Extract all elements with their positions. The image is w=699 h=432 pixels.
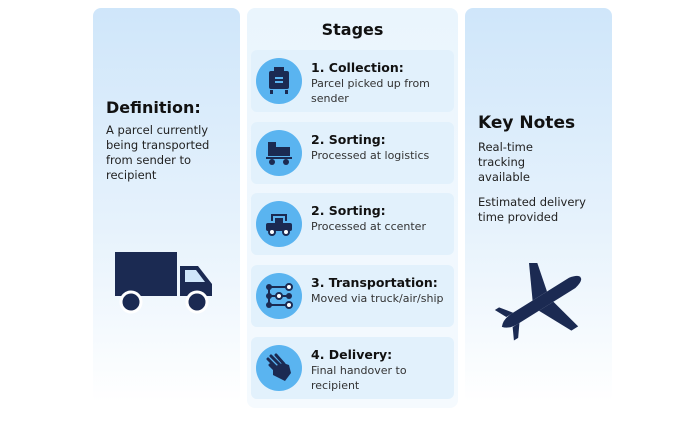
vehicle-icon: [266, 214, 292, 236]
trolley-icon: [269, 67, 289, 94]
key-notes-panel: Key Notes Real-time tracking available E…: [465, 8, 612, 403]
stage-desc: Processed at ccenter: [311, 220, 426, 233]
stages-title: Stages: [321, 20, 384, 39]
definition-panel: Definition: A parcel currently being tra…: [93, 8, 240, 403]
key-notes-title: Key Notes: [478, 113, 576, 133]
cart-icon: [266, 142, 292, 165]
network-icon: [266, 283, 293, 309]
stage-title: 3. Transportation:: [311, 275, 438, 290]
hand-icon: [266, 353, 291, 381]
definition-text: A parcel currently being transported fro…: [106, 123, 210, 182]
definition-title: Definition:: [106, 98, 201, 117]
stage-desc: Parcel picked up from sender: [311, 77, 430, 105]
stage-card: 2. Sorting: Processed at ccenter: [251, 193, 454, 255]
stage-desc: Processed at logistics: [311, 149, 430, 162]
stage-title: 2. Sorting:: [311, 132, 386, 147]
stage-card: 1. Collection: Parcel picked up from sen…: [251, 50, 454, 112]
stage-title: 4. Delivery:: [311, 347, 393, 362]
stage-title: 1. Collection:: [311, 60, 404, 75]
stage-card: 2. Sorting: Processed at logistics: [251, 122, 454, 184]
airplane-icon: [494, 263, 582, 341]
stage-desc: Final handover to recipient: [311, 364, 407, 392]
note-item: Estimated delivery time provided: [478, 195, 586, 224]
stage-card: 3. Transportation: Moved via truck/air/s…: [251, 265, 454, 327]
stage-desc: Moved via truck/air/ship: [311, 292, 444, 305]
stage-title: 2. Sorting:: [311, 203, 386, 218]
truck-icon: [115, 252, 212, 314]
note-item: Real-time tracking available: [478, 140, 533, 184]
stages-panel: Stages 1. Collection: Parcel picked up f…: [247, 8, 458, 408]
stage-card: 4. Delivery: Final handover to recipient: [251, 337, 454, 399]
